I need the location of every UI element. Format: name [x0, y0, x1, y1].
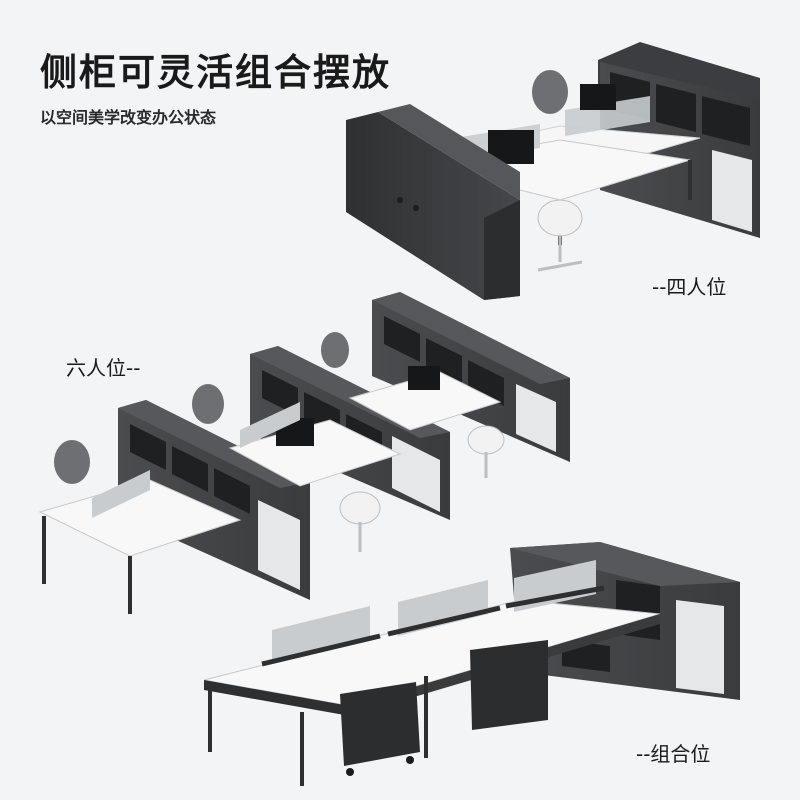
page-subtitle: 以空间美学改变办公状态 [40, 108, 217, 127]
page-title: 侧柜可灵活组合摆放 [40, 51, 391, 94]
combination-workstation [203, 542, 740, 786]
caption-six-person: 六人位-- [66, 356, 141, 380]
caption-four-person: --四人位 [652, 275, 727, 299]
four-person-workstation [346, 42, 760, 300]
six-person-workstation [38, 292, 570, 614]
caption-combination: --组合位 [636, 742, 711, 766]
